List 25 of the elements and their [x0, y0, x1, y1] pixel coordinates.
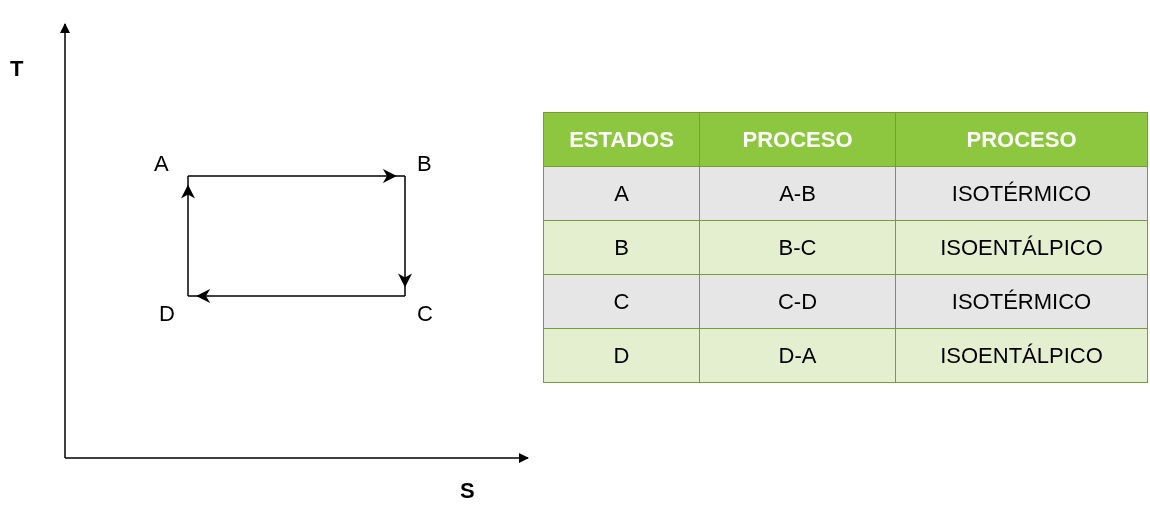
table-cell: B	[543, 220, 700, 275]
arrow	[181, 175, 195, 297]
arrow	[398, 175, 412, 297]
header-cell: PROCESO	[895, 112, 1148, 167]
point-label: C	[403, 272, 435, 332]
table-cell: D	[543, 328, 700, 383]
axis-label: S	[460, 478, 475, 504]
arrow	[187, 289, 406, 303]
point-label: D	[155, 296, 210, 332]
table-cell: ISOENTÁLPICO	[895, 328, 1148, 383]
header-cell: ESTADOS	[543, 112, 700, 167]
table-cell: C	[543, 274, 700, 329]
point-label: A	[150, 155, 190, 185]
table-cell: A-B	[699, 166, 896, 221]
arrow	[187, 169, 406, 183]
table-cell: B-C	[699, 220, 896, 275]
table-cell: A	[543, 166, 700, 221]
header-cell: PROCESO	[699, 112, 896, 167]
point-label: B	[385, 155, 435, 178]
table-cell: ISOTÉRMICO	[895, 274, 1148, 329]
table-cell: C-D	[699, 274, 896, 329]
table-cell: D-A	[699, 328, 896, 383]
axis-label: T	[10, 56, 24, 82]
table-cell: ISOTÉRMICO	[895, 166, 1148, 221]
table-cell: ISOENTÁLPICO	[895, 220, 1148, 275]
